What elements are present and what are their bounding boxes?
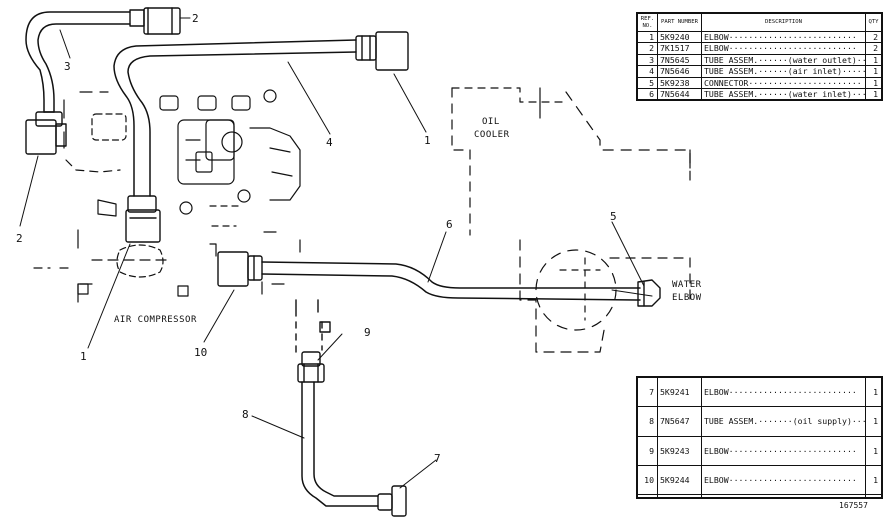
ref-no: 7 [637,376,658,408]
oil-cooler-label-line2: COOLER [474,130,510,140]
table-row: 5 5K9238 CONNECTOR······················… [637,76,882,90]
part-qty: 1 [865,406,882,437]
ref-no: 1 [637,30,658,44]
air-compressor-label: AIR COMPRESSOR [114,315,197,325]
part-qty: 2 [865,30,882,44]
table-row: 1 5K9240 ELBOW··························… [637,30,882,44]
table-row: 4 7N5646 TUBE ASSEM.······(air inlet)···… [637,65,882,78]
table-row: 8 7N5647 TUBE ASSEM.·······(oil supply)·… [637,406,882,437]
ref-no: 9 [637,435,658,467]
ref-no: 6 [637,88,658,101]
part-description: ELBOW·························· [701,30,866,44]
part-description: CONNECTOR······················· [701,76,866,90]
elbow-2-lower [25,111,67,155]
ref-no: 2 [637,42,658,55]
part-qty: 1 [865,376,882,408]
callout-8: 8 [242,408,249,421]
table-row-empty [637,494,882,498]
part-qty: 1 [865,88,882,101]
table-row: 7 5K9241 ELBOW··························… [637,376,882,408]
table-row: 6 7N5644 TUBE ASSEM.······(water inlet)·… [637,88,882,101]
part-qty: 1 [865,53,882,67]
part-description: ELBOW·························· [701,435,866,467]
callout-4: 4 [326,136,333,149]
part-description: TUBE ASSEM.······(water outlet)··· [701,53,866,67]
part-qty: 1 [865,65,882,78]
part-description: ELBOW·························· [701,42,866,55]
ref-no: 4 [637,65,658,78]
ref-no: 5 [637,76,658,90]
part-description: TUBE ASSEM.·······(oil supply)···· [701,406,866,437]
callout-6: 6 [446,218,453,231]
diagram-labels: OIL COOLER WATER ELBOW AIR COMPRESSOR [114,117,702,325]
part-number: 7N5646 [657,65,702,78]
header-part-number: PART NUMBER [657,13,702,32]
elbow-7 [377,485,407,517]
elbow-10 [217,251,263,287]
callout-3: 3 [64,60,71,73]
part-number: 5K9240 [657,30,702,44]
callout-numbers: 2 3 2 4 1 1 6 5 10 9 8 7 [16,12,617,465]
figure-number: 167557 [839,501,868,510]
air-compressor-body [33,89,301,303]
parts-table-header: REF. NO. PART NUMBER DESCRIPTION QTY [637,13,882,32]
header-qty: QTY [865,13,882,32]
ref-no: 8 [637,406,658,437]
part-number: 5K9244 [657,465,702,496]
part-number: 5K9238 [657,76,702,90]
elbow-1-upper [355,31,409,71]
callout-1-upper: 1 [424,134,431,147]
ref-no: 3 [637,53,658,67]
part-description: ELBOW·························· [701,376,866,408]
leader-lines [19,17,645,489]
oil-cooler-outline [451,87,691,353]
part-qty: 1 [865,76,882,90]
parts-table-bottom: 7 5K9241 ELBOW··························… [636,376,883,499]
part-number: 5K9243 [657,435,702,467]
header-description: DESCRIPTION [701,13,866,32]
callout-2-upper: 2 [192,12,199,25]
part-number: 5K9241 [657,376,702,408]
elbow-2-upper [129,7,181,35]
water-elbow-label-line1: WATER [672,280,702,290]
part-description: ELBOW·························· [701,465,866,496]
tube-air-inlet [113,39,357,197]
table-row: 9 5K9243 ELBOW··························… [637,435,882,467]
callout-9: 9 [364,326,371,339]
ref-no: 10 [637,465,658,496]
elbow-9 [295,299,331,383]
part-number: 7N5644 [657,88,702,101]
elbow-1-lower [125,195,161,243]
callout-7: 7 [434,452,441,465]
tube-oil-supply [301,381,379,507]
tube-water-inlet [261,261,641,301]
water-elbow-label-line2: ELBOW [672,293,702,303]
table-row: 10 5K9244 ELBOW·························… [637,465,882,496]
part-qty: 2 [865,42,882,55]
parts-table-top: REF. NO. PART NUMBER DESCRIPTION QTY 1 5… [636,12,883,102]
oil-cooler-label-line1: OIL [482,117,500,127]
callout-5: 5 [610,210,617,223]
table-row: 2 7K1517 ELBOW··························… [637,42,882,55]
part-description: TUBE ASSEM.······(water inlet)···· [701,88,866,101]
callout-1-lower: 1 [80,350,87,363]
part-qty: 1 [865,465,882,496]
connector-5 [637,279,661,307]
part-qty: 1 [865,435,882,467]
part-number: 7N5647 [657,406,702,437]
table-row: 3 7N5645 TUBE ASSEM.······(water outlet)… [637,53,882,67]
part-number: 7N5645 [657,53,702,67]
callout-2-lower: 2 [16,232,23,245]
part-number: 7K1517 [657,42,702,55]
header-ref-no: REF. NO. [637,13,658,32]
callout-10: 10 [194,346,207,359]
part-description: TUBE ASSEM.······(air inlet)······ [701,65,866,78]
